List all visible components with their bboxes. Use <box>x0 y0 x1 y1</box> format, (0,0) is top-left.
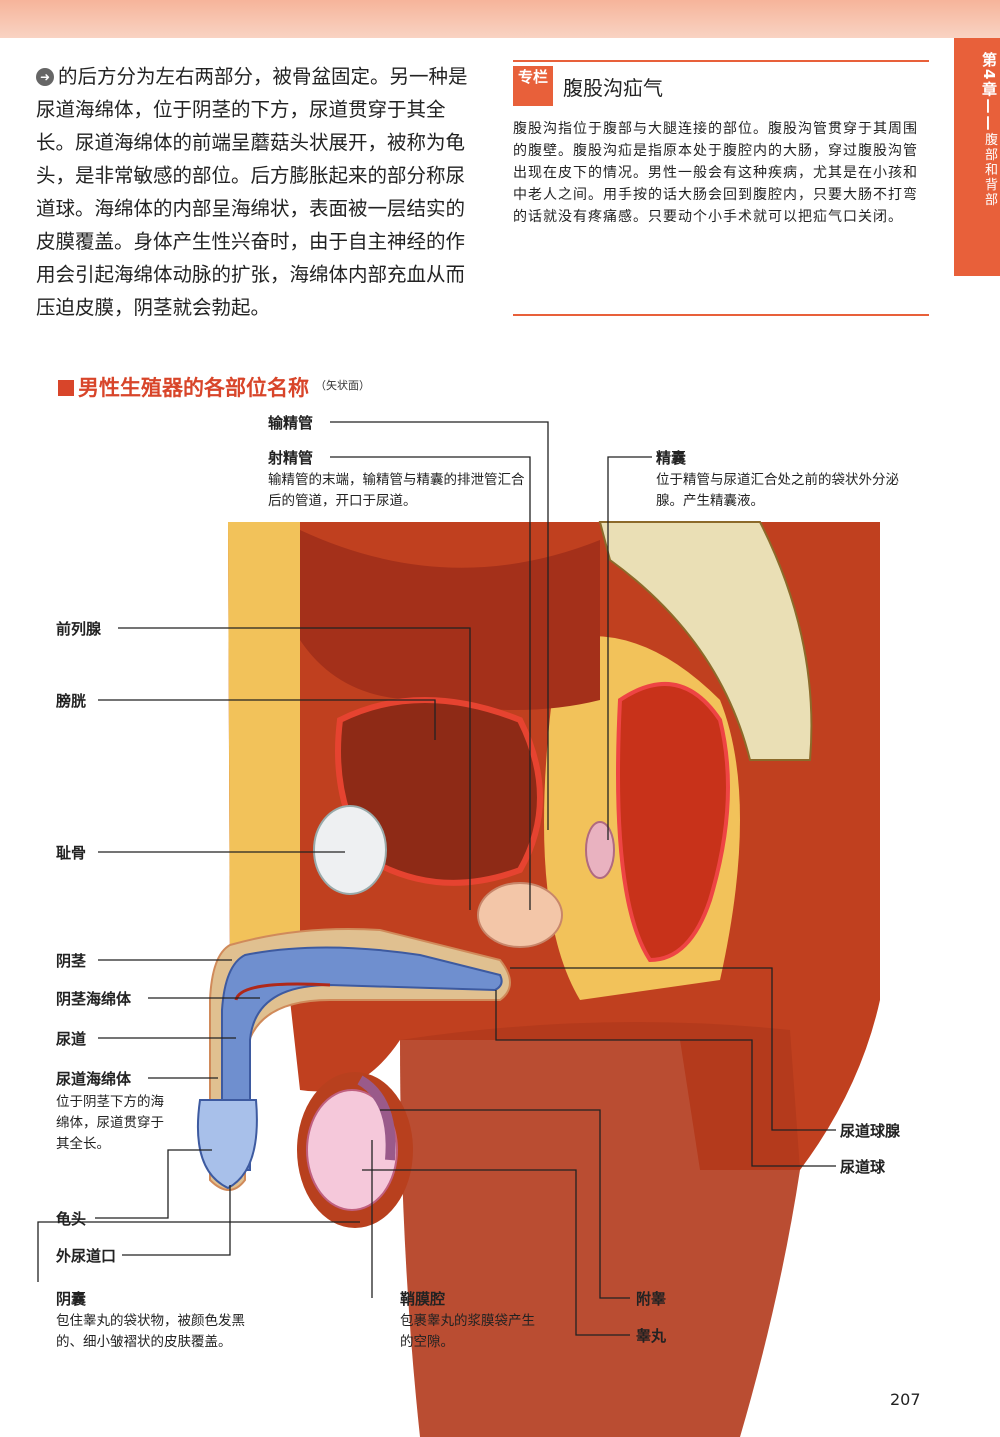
label-urethra: 尿道 <box>56 1030 87 1048</box>
leader-bulb <box>495 990 836 1167</box>
testis <box>306 1089 398 1211</box>
column-badge: 专栏 <box>513 66 553 106</box>
intestine <box>300 530 600 710</box>
top-color-band <box>0 0 1000 38</box>
intro-paragraph: ➜的后方分为左右两部分，被骨盆固定。另一种是尿道海绵体，位于阴茎的下方，尿道贯穿… <box>36 60 476 324</box>
column-box: 专栏 腹股沟疝气 腹股沟指位于腹部与大腿连接的部位。腹股沟管贯穿于其周围的腹壁。… <box>513 60 929 228</box>
prostate <box>477 882 563 948</box>
column-bottom-rule <box>513 314 929 316</box>
penis <box>209 928 511 1191</box>
desc-corpus-spongiosum: 位于阴茎下方的海绵体，尿道贯穿于其全长。 <box>56 1094 164 1152</box>
label-epididymis: 附睾 <box>636 1290 667 1308</box>
label-tunica-cavity: 鞘膜腔 <box>400 1290 446 1308</box>
seminal-vesicle <box>585 821 615 879</box>
label-pubis: 耻骨 <box>56 844 87 862</box>
label-corpus-spongiosum: 尿道海绵体 <box>56 1070 132 1088</box>
label-seminal-vesicle: 精囊 <box>656 449 687 467</box>
leader-vas <box>330 421 549 830</box>
leader-epididymis <box>380 1109 630 1299</box>
label-glans: 龟头 <box>56 1210 87 1228</box>
chapter-number: 第4章 <box>980 52 998 99</box>
leader-seminal <box>607 456 652 840</box>
desc-tunica-cavity: 包裹睾丸的浆膜袋产生的空隙。 <box>400 1313 535 1350</box>
leader-scrotum <box>37 1221 360 1282</box>
desc-seminal-vesicle: 位于精管与尿道汇合处之前的袋状外分泌腺。产生精囊液。 <box>656 472 899 509</box>
page-number: 207 <box>890 1390 921 1409</box>
abdominal-fat <box>228 522 300 960</box>
label-scrotum: 阴囊 <box>56 1290 87 1308</box>
urethra-line <box>234 982 331 1001</box>
leader-ejaculatory <box>330 456 531 910</box>
leader-bladder <box>98 699 436 740</box>
glans <box>196 1099 258 1190</box>
figure-title: 男性生殖器的各部位名称 （矢状面） <box>58 372 370 402</box>
leader-testis <box>362 1169 630 1336</box>
column-title: 腹股沟疝气 <box>563 75 663 100</box>
label-bulbourethral-gland: 尿道球腺 <box>840 1122 901 1140</box>
leader-glans <box>95 1149 212 1219</box>
label-vas-deferens: 输精管 <box>268 414 314 432</box>
spine <box>598 521 813 761</box>
desc-ejaculatory-duct: 输精管的末端，输精管与精囊的排泄管汇合后的管道，开口于尿道。 <box>268 472 525 509</box>
square-marker-icon <box>58 380 74 396</box>
desc-scrotum: 包住睾丸的袋状物，被颜色发黑的、细小皱褶状的皮肤覆盖。 <box>56 1313 245 1350</box>
leader-bulbourethral <box>510 967 836 1131</box>
arrow-bullet-icon: ➜ <box>36 68 54 86</box>
chapter-subtitle: 腹部和背部 <box>982 132 997 208</box>
label-external-orifice: 外尿道口 <box>56 1247 117 1265</box>
label-urethral-bulb: 尿道球 <box>840 1158 886 1176</box>
label-bladder: 膀胱 <box>56 692 87 710</box>
label-corpus-cavernosum: 阴茎海绵体 <box>56 990 132 1008</box>
rectum <box>616 682 730 963</box>
intro-text: 的后方分为左右两部分，被骨盆固定。另一种是尿道海绵体，位于阴茎的下方，尿道贯穿于… <box>36 65 468 319</box>
label-penis: 阴茎 <box>56 952 87 970</box>
figure-title-note: （矢状面） <box>315 379 370 392</box>
column-body: 腹股沟指位于腹部与大腿连接的部位。腹股沟管贯穿于其周围的腹壁。腹股沟疝是指原本处… <box>513 121 918 225</box>
label-prostate: 前列腺 <box>56 620 102 638</box>
figure-title-text: 男性生殖器的各部位名称 <box>78 376 309 400</box>
chapter-tab: 第4章——腹部和背部 <box>954 38 1000 276</box>
leader-prostate <box>118 627 471 910</box>
column-top-rule <box>513 60 929 62</box>
leader-lines <box>37 421 836 1336</box>
pubic-bone <box>313 805 387 895</box>
leader-orifice <box>122 1185 231 1256</box>
label-testis: 睾丸 <box>636 1327 667 1345</box>
label-ejaculatory-duct: 射精管 <box>268 449 314 467</box>
